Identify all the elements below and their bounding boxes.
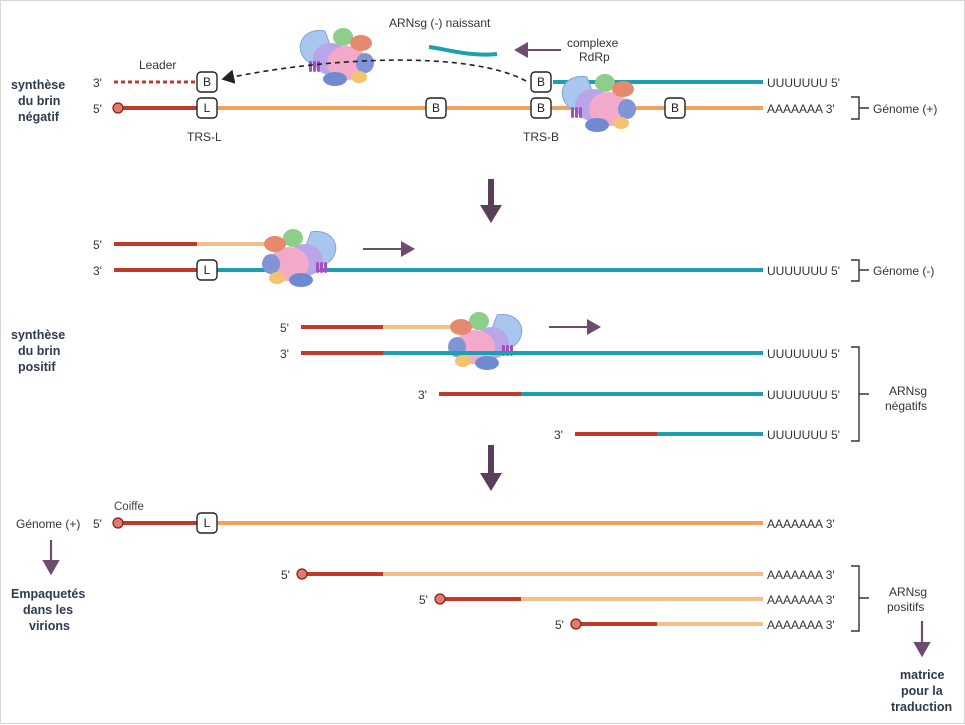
box-l-final-text: L	[204, 516, 211, 530]
end-u5-r2: UUUUUUU 5'	[767, 264, 840, 278]
label-arnsg-neg-2: négatifs	[885, 399, 927, 413]
cap-sg1	[296, 568, 308, 580]
side-label-pack-1: Empaquetés	[11, 587, 85, 601]
end-3prime-r3: 3'	[280, 347, 289, 361]
end-u5-r4: UUUUUUU 5'	[767, 388, 840, 402]
box-b-nascent	[530, 71, 552, 93]
bracket-genome-pos	[851, 96, 869, 120]
end-3prime-r4: 3'	[418, 388, 427, 402]
label-trs-b: TRS-B	[523, 130, 559, 144]
side-label-trad-1: matrice	[900, 668, 945, 682]
side-label-pack-2: dans les	[23, 603, 73, 617]
end-a3-top: AAAAAAA 3'	[767, 102, 835, 116]
box-b-right-text: B	[671, 101, 679, 115]
label-complex-1: complexe	[567, 36, 619, 50]
end-u5-r5: UUUUUUU 5'	[767, 428, 840, 442]
cap-genome-final	[112, 517, 124, 529]
end-3prime-leader: 3'	[93, 76, 102, 90]
rdrp-complex-r3	[447, 311, 523, 371]
end-5prime-r6: 5'	[93, 517, 102, 531]
box-b-trs	[530, 97, 552, 119]
side-label-neg-2: du brin	[18, 94, 60, 108]
box-b-leader	[196, 71, 218, 93]
end-a3-r6: AAAAAAA 3'	[767, 517, 835, 531]
bracket-arnsg-neg	[851, 346, 869, 442]
box-b-trs-text: B	[537, 101, 545, 115]
rdrp-complex-top	[561, 73, 637, 133]
end-a3-r7: AAAAAAA 3'	[767, 568, 835, 582]
box-l-final	[196, 512, 218, 534]
end-5prime-genome: 5'	[93, 102, 102, 116]
box-l-top-text: L	[204, 101, 211, 115]
rdrp-complex-jumping	[299, 27, 375, 87]
box-l-r2-text: L	[204, 263, 211, 277]
side-label-neg-1: synthèse	[11, 78, 65, 92]
rdrp-complex-r2	[261, 228, 337, 288]
box-b-leader-text: B	[203, 75, 211, 89]
end-a3-r9: AAAAAAA 3'	[767, 618, 835, 632]
box-b-mid-text: B	[432, 101, 440, 115]
label-nascent: ARNsg (-) naissant	[389, 16, 491, 30]
step-arrow-1	[480, 205, 502, 223]
cap-sg3	[570, 618, 582, 630]
step-arrow-2	[480, 473, 502, 491]
cap-top	[112, 102, 124, 114]
box-b-mid	[425, 97, 447, 119]
label-leader: Leader	[139, 58, 176, 72]
side-label-pos-3: positif	[18, 360, 56, 374]
box-b-nascent-text: B	[537, 75, 545, 89]
end-5prime-r8: 5'	[419, 593, 428, 607]
end-u5-r3: UUUUUUU 5'	[767, 347, 840, 361]
end-a3-r8: AAAAAAA 3'	[767, 593, 835, 607]
end-5prime-r7: 5'	[281, 568, 290, 582]
label-arnsg-neg-1: ARNsg	[889, 384, 927, 398]
end-3prime-r2: 3'	[93, 264, 102, 278]
side-label-trad-2: pour la	[901, 684, 944, 698]
bracket-genome-neg	[851, 259, 869, 282]
label-genome-neg: Génome (-)	[873, 264, 934, 278]
side-label-pos-1: synthèse	[11, 328, 65, 342]
label-complex-2: RdRp	[579, 50, 610, 64]
cap-sg2	[434, 593, 446, 605]
end-5prime-r3: 5'	[280, 321, 289, 335]
end-5prime-r2: 5'	[93, 238, 102, 252]
box-b-right	[664, 97, 686, 119]
template-switch-arrow	[221, 59, 527, 84]
end-5prime-r9: 5'	[555, 618, 564, 632]
label-arnsg-pos-2: positifs	[887, 600, 924, 614]
side-label-neg-3: négatif	[18, 110, 60, 124]
box-l-r2	[196, 259, 218, 281]
label-trs-l: TRS-L	[187, 130, 222, 144]
side-label-trad-3: traduction	[891, 700, 952, 714]
end-3prime-r5: 3'	[554, 428, 563, 442]
nascent-strand	[428, 45, 498, 57]
end-u5-top: UUUUUUU 5'	[767, 76, 840, 90]
side-label-pack-3: virions	[29, 619, 70, 633]
side-label-pos-2: du brin	[18, 344, 60, 358]
bracket-arnsg-pos	[851, 565, 869, 632]
label-genome-pos-left: Génome (+)	[16, 517, 80, 531]
box-l-top	[196, 97, 218, 119]
label-coiffe: Coiffe	[114, 501, 144, 513]
label-arnsg-pos-1: ARNsg	[889, 585, 927, 599]
label-genome-pos: Génome (+)	[873, 102, 937, 116]
